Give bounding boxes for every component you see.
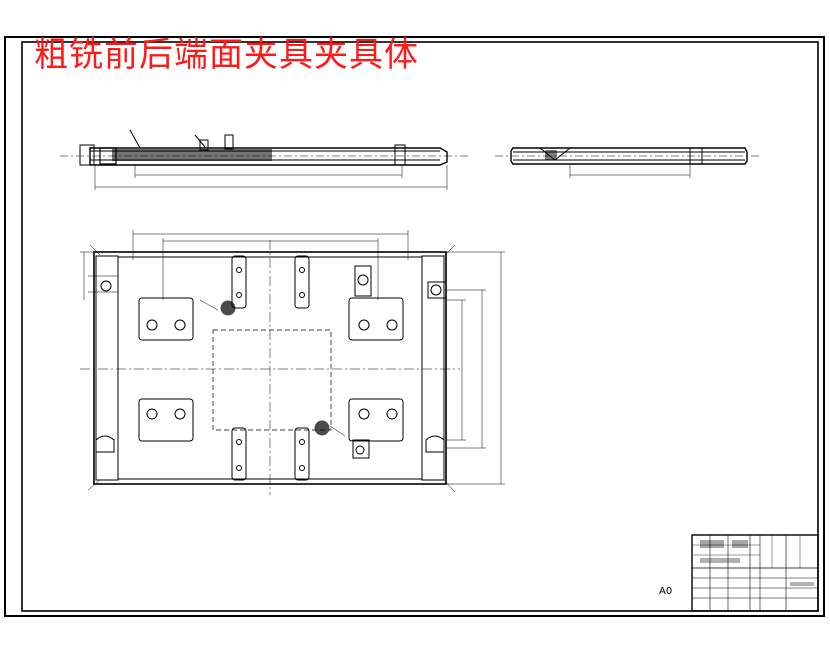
drawing-title: 粗铣前后端面夹具夹具体 (34, 35, 419, 75)
inner-frame (21, 41, 819, 612)
top-view (80, 230, 505, 495)
side-view (495, 147, 760, 178)
front-view (60, 129, 470, 190)
locating-pin-icon (100, 274, 442, 455)
title-block (691, 534, 819, 612)
outer-frame (4, 36, 825, 617)
threaded-hole-icon (146, 267, 398, 471)
sheet-size-label: A0 (659, 586, 673, 597)
